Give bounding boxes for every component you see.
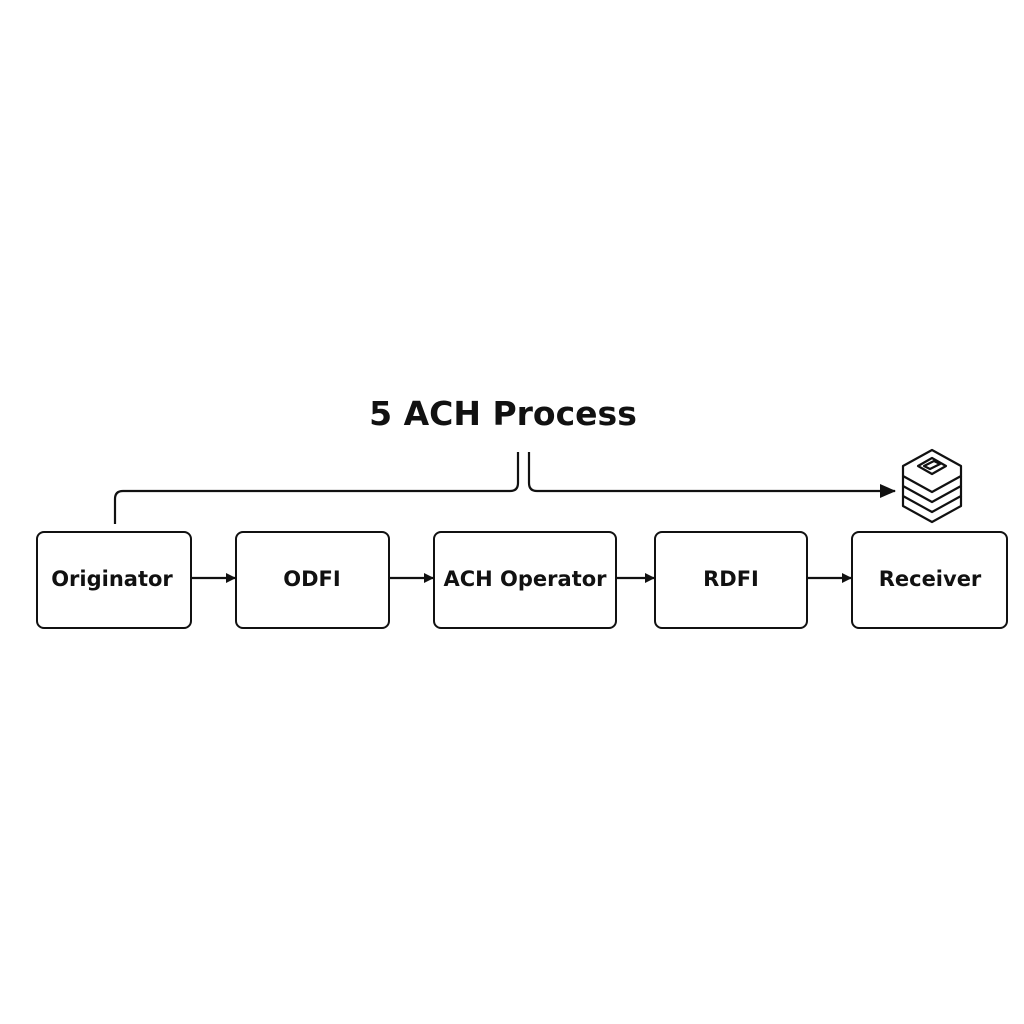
node-label: Receiver <box>879 567 982 591</box>
bracket-connector-left <box>113 452 520 524</box>
node-originator: Originator <box>36 531 192 629</box>
node-label: Originator <box>51 567 173 591</box>
node-ach-operator: ACH Operator <box>433 531 617 629</box>
bracket-connector-right <box>527 452 896 498</box>
node-odfi: ODFI <box>235 531 390 629</box>
database-stack-icon <box>901 448 963 524</box>
node-rdfi: RDFI <box>654 531 808 629</box>
diagram-title: 5 ACH Process <box>369 394 637 433</box>
node-receiver: Receiver <box>851 531 1008 629</box>
node-label: RDFI <box>703 567 759 591</box>
node-label: ODFI <box>283 567 340 591</box>
node-label: ACH Operator <box>443 567 607 591</box>
